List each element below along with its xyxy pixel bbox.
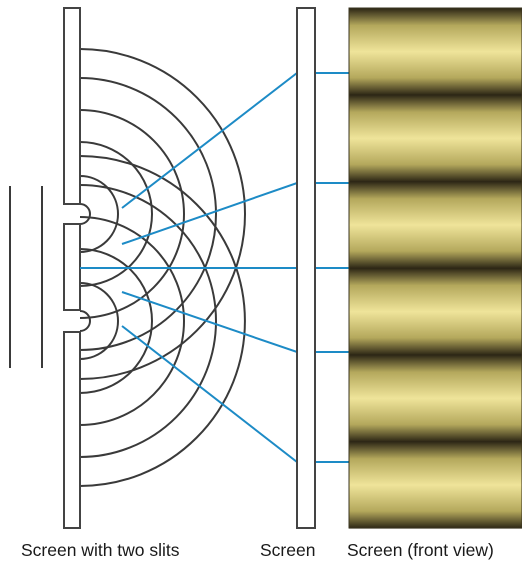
slit-screen-bottom-bar <box>63 331 81 529</box>
upper-slit-wavefront-2 <box>79 175 119 253</box>
lower-slit-wavefront-1 <box>79 310 91 332</box>
upper-slit-wavefront-1 <box>79 203 91 225</box>
slit-screen-middle-bar <box>63 223 81 311</box>
lower-slit-wavefronts <box>79 155 246 487</box>
screen-side-view <box>296 7 316 529</box>
label-screen-front-view: Screen (front view) <box>347 540 494 560</box>
bright-fringe-band <box>349 8 522 96</box>
upper-slit-wavefront-4 <box>79 109 185 319</box>
lower-slit-wavefront-3 <box>79 248 153 394</box>
lower-slit-wavefront-4 <box>79 216 185 426</box>
slit-screen-top-bar <box>63 7 81 205</box>
upper-slit-wavefront-6 <box>79 48 246 380</box>
bright-fringe-band <box>349 181 522 269</box>
bright-fringe-band <box>349 94 522 182</box>
bright-fringe-band <box>349 354 522 442</box>
upper-slit-wavefront-3 <box>79 141 153 287</box>
label-screen: Screen <box>260 540 315 560</box>
screen-with-two-slits <box>63 7 81 529</box>
lower-slit-wavefront-5 <box>79 184 217 458</box>
upper-slit-wavefronts <box>79 48 246 380</box>
upper-slit-wavefront-5 <box>79 77 217 351</box>
label-screen-with-two-slits: Screen with two slits <box>21 540 180 560</box>
screen-front-view <box>348 7 522 529</box>
lower-slit-wavefront-2 <box>79 282 119 360</box>
bright-fringe-band <box>349 268 522 356</box>
front-view-border <box>348 7 522 529</box>
incoming-wavefronts <box>9 186 43 368</box>
bright-fringe-band <box>349 441 522 529</box>
lower-slit-wavefront-6 <box>79 155 246 487</box>
